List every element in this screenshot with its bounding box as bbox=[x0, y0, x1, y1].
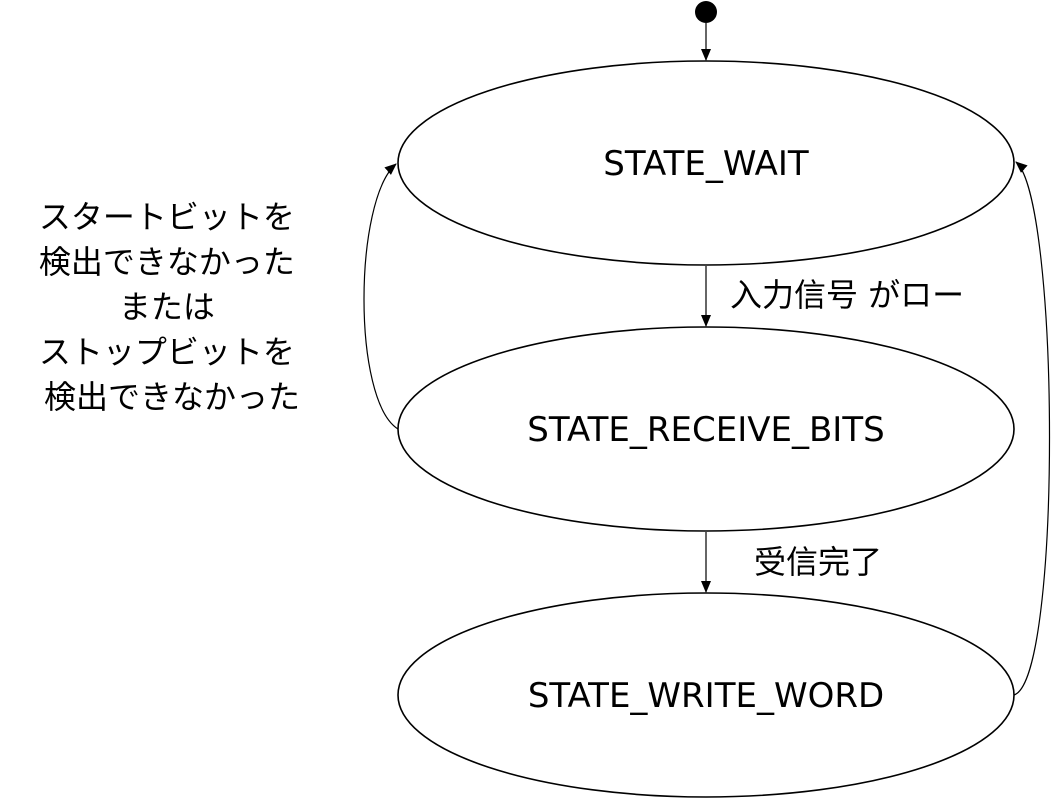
note-line-5: 検出できなかった bbox=[44, 378, 300, 416]
note-line-2: 検出できなかった bbox=[39, 243, 295, 281]
state-wait: STATE_WAIT bbox=[397, 60, 1015, 266]
note-line-1: スタートビットを bbox=[39, 198, 295, 236]
note-line-3: または bbox=[119, 288, 215, 326]
state-write-word: STATE_WRITE_WORD bbox=[397, 592, 1015, 798]
transition-receive-to-wait-label: スタートビットを 検出できなかった または ストップビットを 検出できなかった bbox=[39, 198, 305, 416]
transition-wait-to-receive-label: 入力信号 がロー bbox=[730, 276, 964, 314]
transition-write-to-wait-arrow bbox=[1013, 161, 1051, 696]
transition-receive-to-write-label: 受信完了 bbox=[754, 543, 882, 581]
state-receive-bits-label: STATE_RECEIVE_BITS bbox=[527, 410, 884, 450]
transition-receive-to-wait-arrow bbox=[363, 163, 399, 430]
note-line-4: ストップビットを bbox=[39, 333, 295, 371]
initial-state-dot bbox=[695, 1, 717, 23]
state-receive-bits: STATE_RECEIVE_BITS bbox=[397, 326, 1015, 532]
state-wait-label: STATE_WAIT bbox=[603, 144, 809, 184]
state-write-word-label: STATE_WRITE_WORD bbox=[528, 676, 884, 716]
